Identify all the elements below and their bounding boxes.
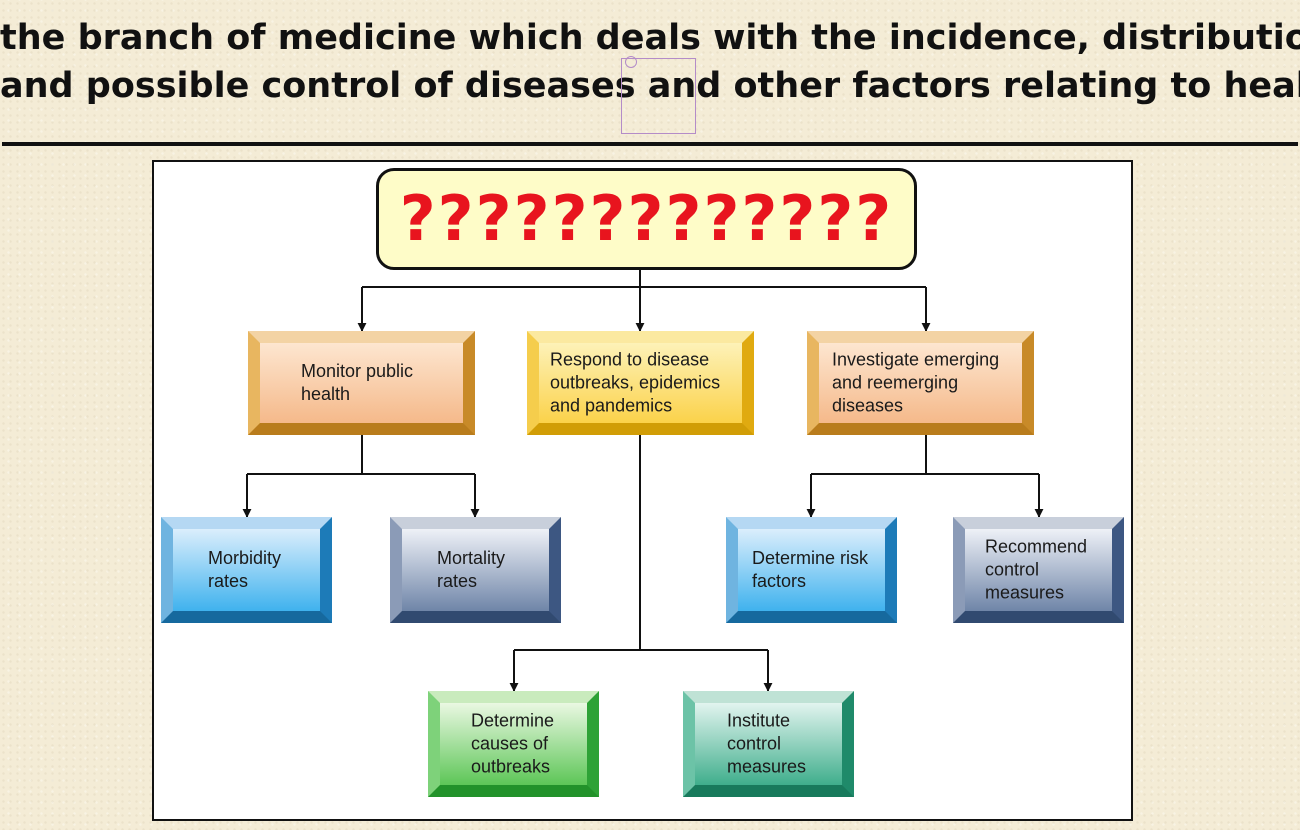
node-monitor-public-health: Monitor public health bbox=[248, 331, 475, 435]
monitor-branch-line bbox=[247, 434, 475, 475]
definition-header: the branch of medicine which deals with … bbox=[0, 14, 1300, 110]
investigate-branch-line bbox=[811, 434, 1039, 475]
node-investigate-label: Investigate emerging and reemerging dise… bbox=[832, 349, 1000, 416]
node-risk-factors: Determine risk factors bbox=[726, 517, 897, 623]
node-causes-label: Determine causes of outbreaks bbox=[471, 710, 555, 777]
node-risk-label: Determine risk factors bbox=[752, 548, 869, 591]
node-monitor-label: Monitor public health bbox=[301, 361, 414, 404]
node-respond-outbreaks: Respond to disease outbreaks, epidemics … bbox=[527, 331, 754, 435]
node-determine-causes: Determine causes of outbreaks bbox=[428, 691, 599, 797]
diagram-panel bbox=[152, 160, 1133, 821]
root-node: ????????????? bbox=[376, 168, 917, 270]
selection-highlight-box bbox=[621, 58, 696, 134]
respond-branch-line bbox=[514, 434, 768, 651]
node-investigate-diseases: Investigate emerging and reemerging dise… bbox=[807, 331, 1034, 435]
node-morbidity-label: Morbidity rates bbox=[208, 548, 282, 591]
header-divider bbox=[2, 142, 1298, 146]
node-mortality-label: Mortality rates bbox=[437, 548, 506, 591]
node-institute-label: Institute control measures bbox=[727, 710, 807, 777]
definition-line-2: and possible control of diseases and oth… bbox=[0, 66, 1300, 106]
node-recommend-label: Recommend control measures bbox=[985, 536, 1088, 603]
selection-handle-icon bbox=[625, 56, 637, 68]
root-label: ????????????? bbox=[399, 182, 894, 255]
node-mortality-rates: Mortality rates bbox=[390, 517, 561, 623]
node-respond-label: Respond to disease outbreaks, epidemics … bbox=[550, 349, 721, 416]
node-institute-control: Institute control measures bbox=[683, 691, 854, 797]
node-morbidity-rates: Morbidity rates bbox=[161, 517, 332, 623]
definition-line-1: the branch of medicine which deals with … bbox=[0, 18, 1300, 58]
node-recommend-control: Recommend control measures bbox=[953, 517, 1124, 623]
